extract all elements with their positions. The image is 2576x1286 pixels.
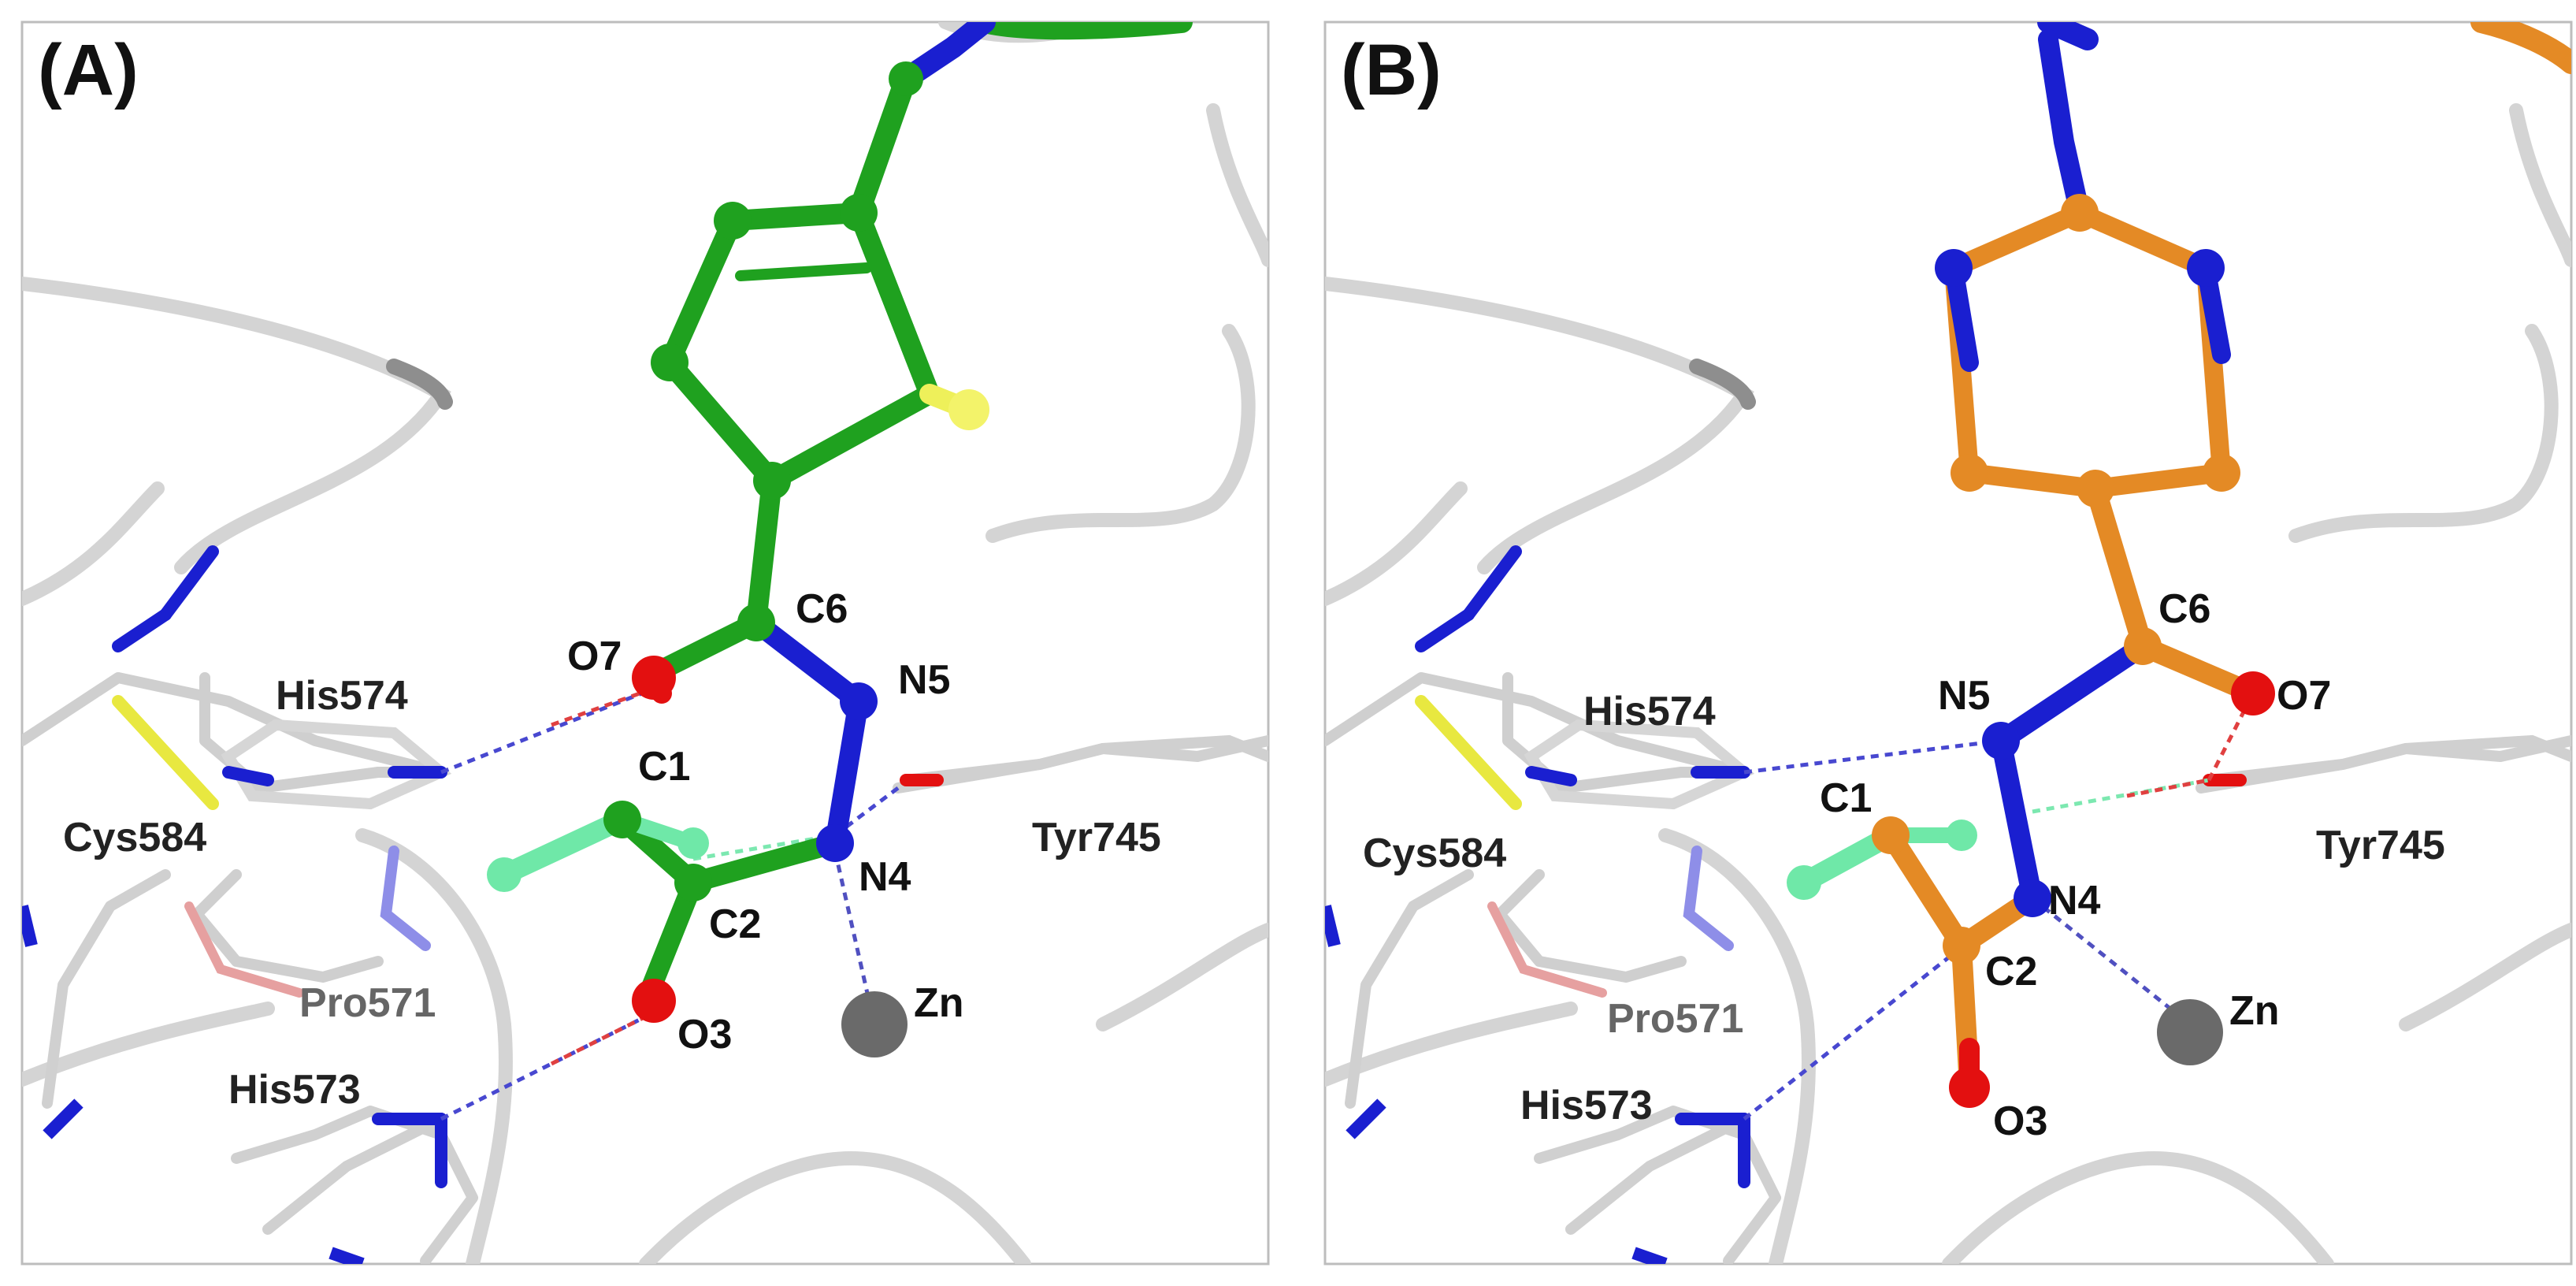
atom-label-c2: C2 (1985, 949, 2037, 994)
zinc-ion-b (2157, 999, 2223, 1065)
residue-label-cys584: Cys584 (63, 815, 206, 860)
panel-b: (B) C6 O7 N5 C1 N4 C2 O3 Zn His574 Cys58… (1323, 20, 2573, 1266)
atom-label-o7: O7 (2277, 673, 2331, 719)
residue-label-pro571: Pro571 (299, 980, 436, 1026)
panel-b-label: (B) (1341, 30, 1442, 110)
atom-label-c1: C1 (1820, 775, 1872, 821)
atom-label-n5: N5 (898, 657, 950, 703)
atom-label-c2: C2 (709, 901, 761, 947)
residue-label-cys584: Cys584 (1363, 831, 1506, 876)
residue-label-tyr745: Tyr745 (1032, 815, 1161, 860)
atom-label-c1: C1 (638, 744, 690, 790)
residue-label-his573: His573 (228, 1067, 361, 1113)
panel-a: (A) C6 O7 N5 C1 N4 C2 O3 Zn His574 Cys58… (20, 20, 1270, 1266)
zinc-ion-a (841, 991, 908, 1057)
residue-label-his573: His573 (1520, 1083, 1653, 1128)
ligand-a-atoms (487, 61, 989, 1023)
atom-label-zn: Zn (914, 980, 964, 1026)
ligand-b-atoms (1787, 194, 2275, 1108)
atom-label-n5: N5 (1938, 673, 1990, 719)
residue-label-tyr745: Tyr745 (2316, 823, 2445, 868)
residue-label-his574: His574 (276, 673, 408, 719)
atom-label-o3: O3 (677, 1012, 732, 1057)
hydrogen-bonds (1743, 692, 2255, 1121)
residue-label-his574: His574 (1583, 689, 1716, 734)
atom-label-c6: C6 (2158, 586, 2210, 632)
atom-label-o3: O3 (1993, 1098, 2047, 1144)
atom-label-n4: N4 (859, 854, 911, 900)
atom-label-o7: O7 (567, 634, 622, 679)
atom-label-c6: C6 (796, 586, 848, 632)
residue-label-pro571: Pro571 (1607, 996, 1743, 1042)
protein-ribbon (22, 22, 1268, 1264)
panel-a-label: (A) (38, 30, 139, 110)
atom-label-n4: N4 (2048, 878, 2101, 924)
atom-label-zn: Zn (2229, 988, 2280, 1034)
